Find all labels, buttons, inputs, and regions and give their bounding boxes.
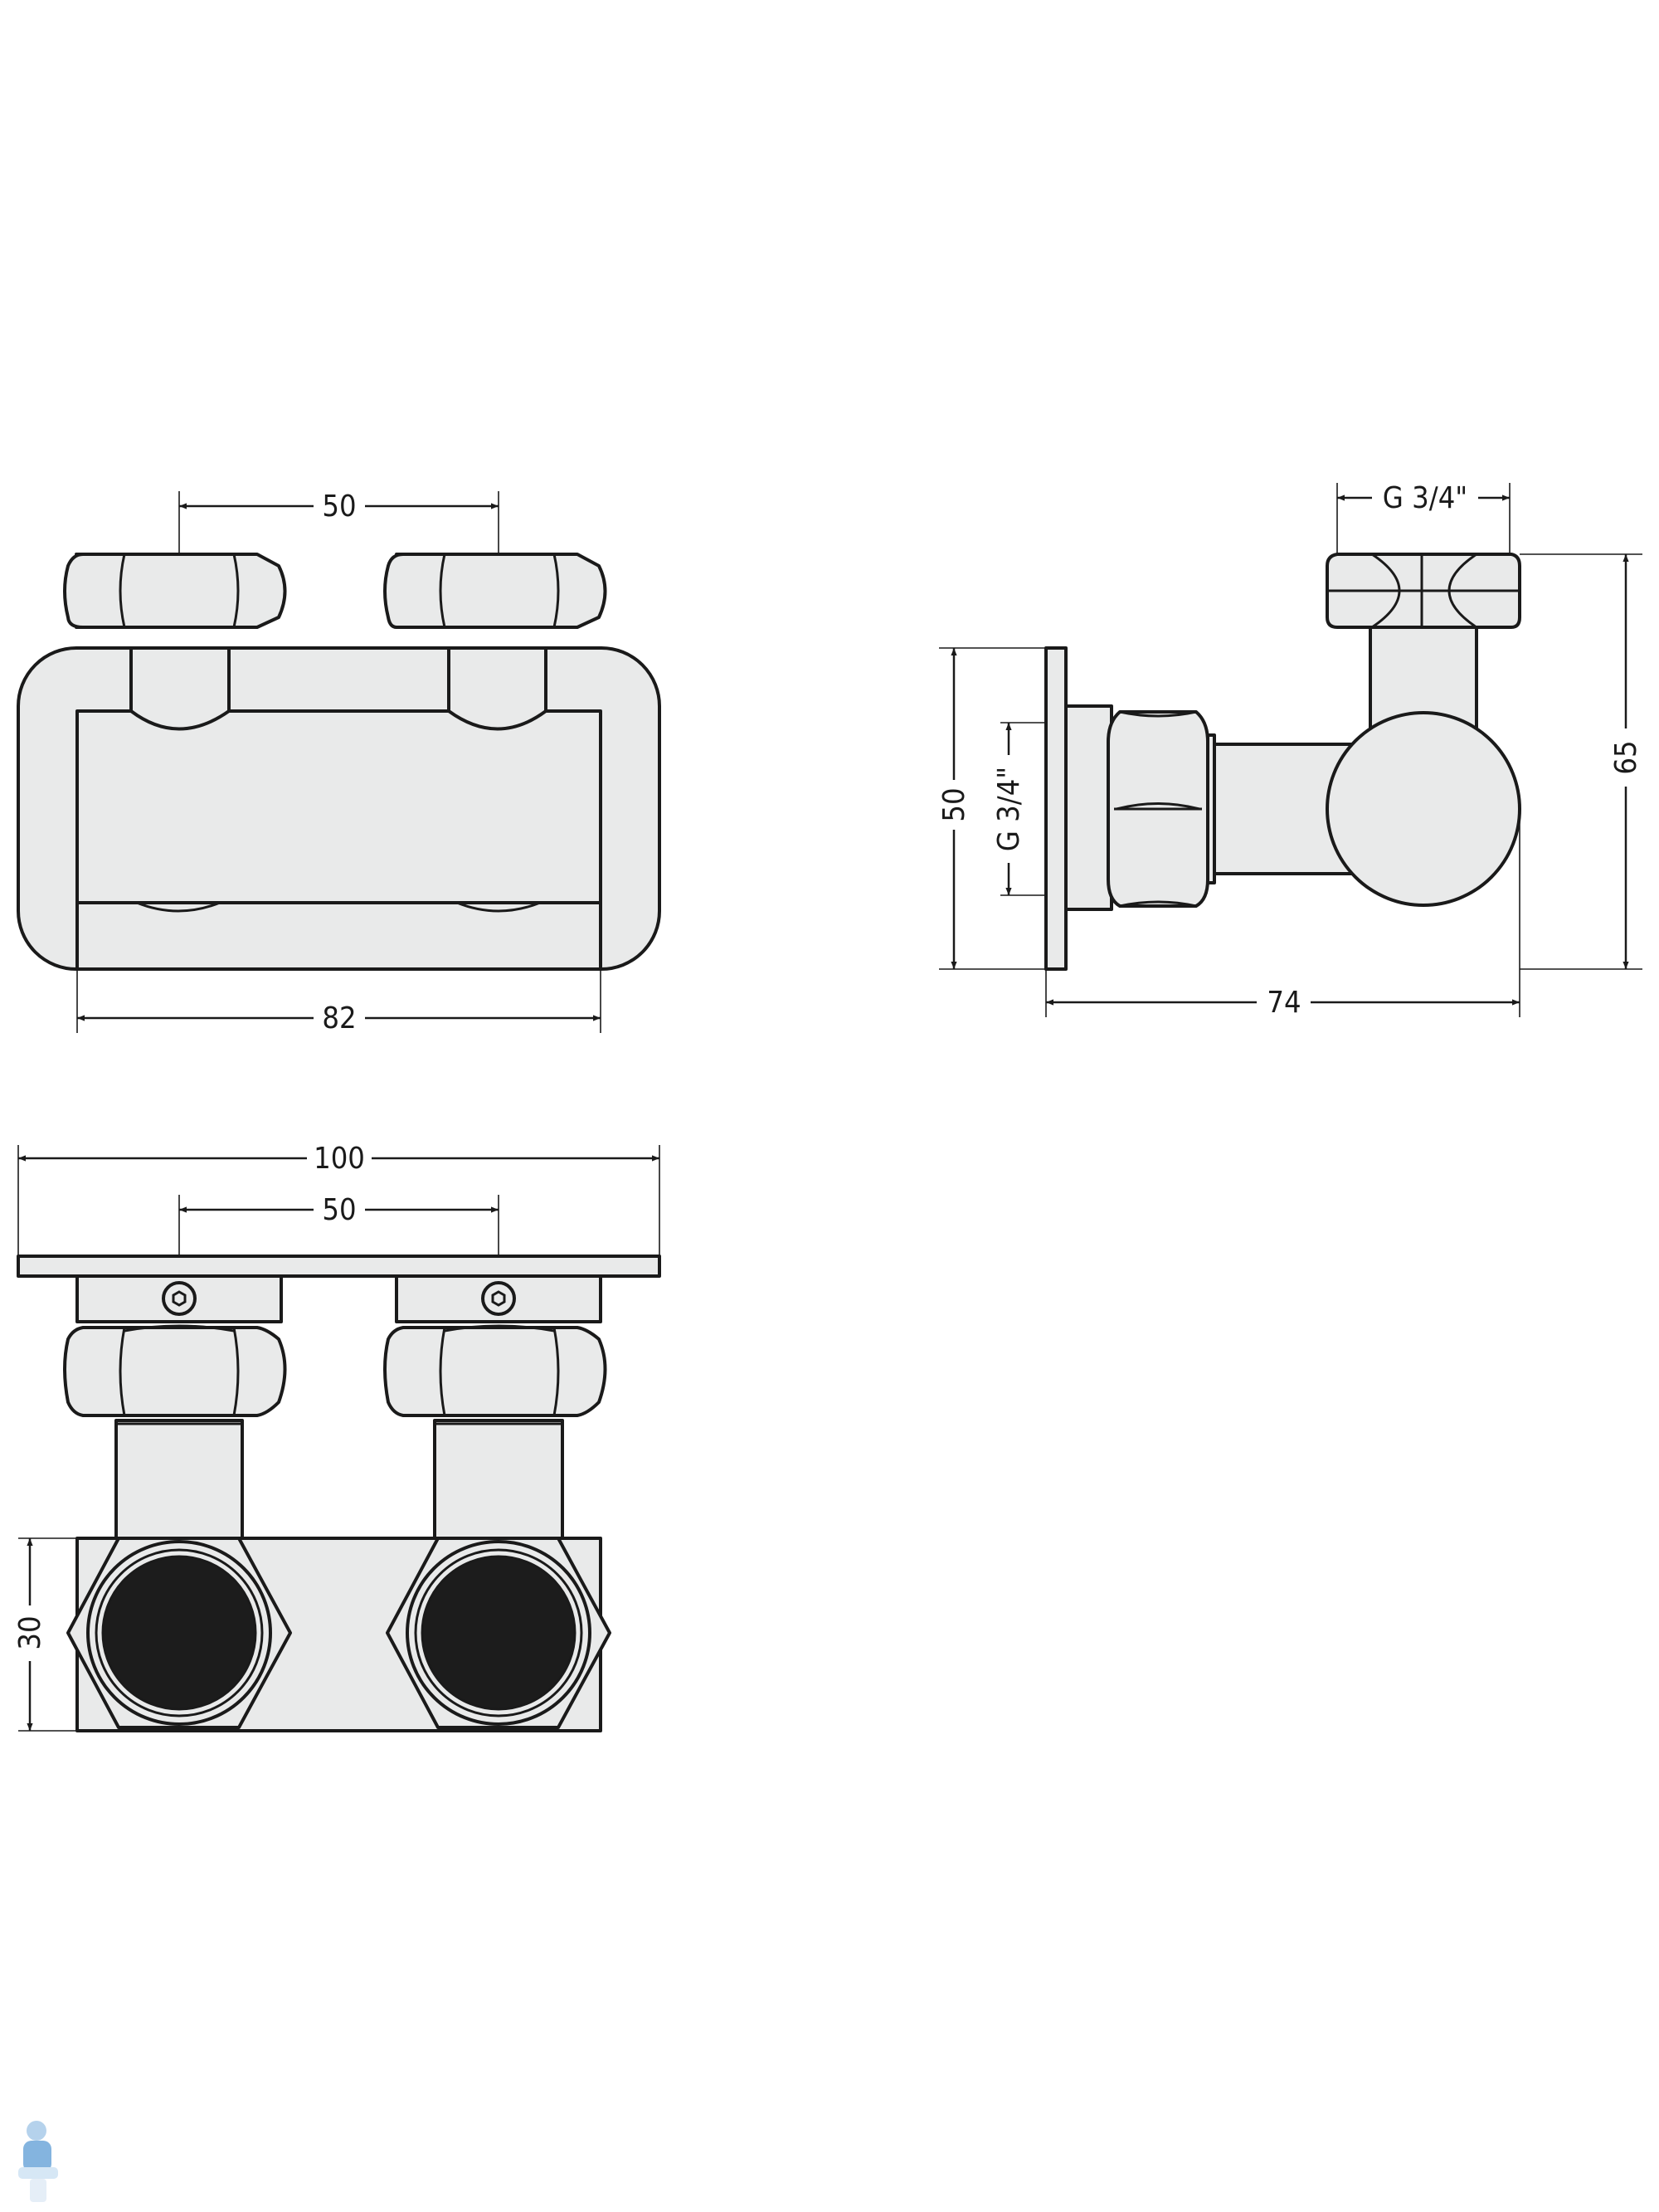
front-view: 100 50 30 [13,1142,661,1732]
side-view-top-nut [1326,553,1521,629]
front-view-spacing-label: 50 [322,1193,356,1227]
top-view-right-nut [383,553,607,629]
front-view-right-port [386,1537,611,1729]
top-view-width-label: 82 [322,1001,356,1035]
front-view-left-screw-icon [162,1281,197,1316]
side-view-side-thread-label: G 3/4" [992,767,1026,851]
side-view-flange [1064,704,1113,911]
top-view-left-nut [63,553,287,629]
front-view-left-stem [114,1419,244,1540]
side-view-horizontal-nut [1107,710,1209,908]
side-view-depth-label: 74 [1267,986,1301,1020]
side-view: G 3/4" 65 50 G 3/4" 74 [937,481,1643,1020]
side-view-top-thread-label: G 3/4" [1383,481,1467,515]
side-view-wall-plate [1044,646,1068,971]
plumber-mascot-icon [18,2121,58,2202]
top-view-bottom-band [75,901,602,971]
top-view: 50 82 [17,490,661,1035]
side-view-elbow [1326,711,1521,907]
front-view-right-stem [433,1419,564,1540]
front-view-body-height-label: 30 [13,1615,47,1649]
side-view-height-label: 65 [1609,740,1643,774]
top-view-left-stem [129,646,231,731]
front-view-right-nut [383,1324,607,1417]
front-view-mounting-plate [17,1255,661,1278]
top-view-spacing-label: 50 [322,490,356,524]
top-view-body [75,709,602,904]
top-view-right-stem [447,646,547,731]
front-view-right-screw-icon [481,1281,516,1316]
front-view-left-nut [63,1324,287,1417]
side-view-plate-height-label: 50 [937,787,971,821]
front-view-left-port [66,1537,292,1729]
front-view-plate-width-label: 100 [314,1142,365,1176]
